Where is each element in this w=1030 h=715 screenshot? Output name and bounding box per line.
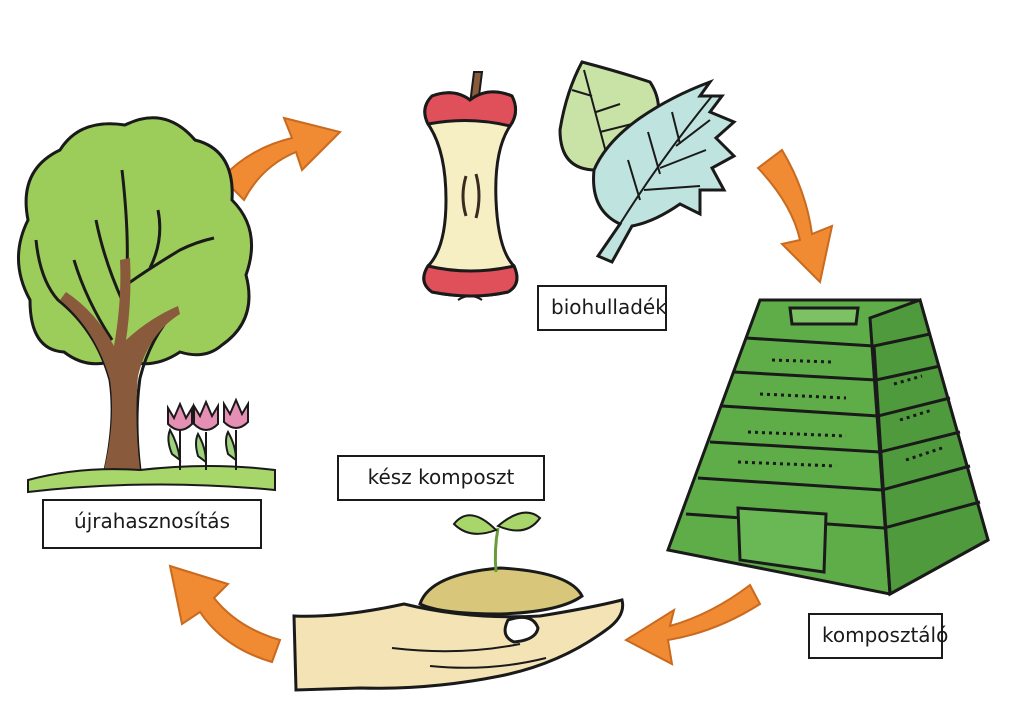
cycle-arrow-icon xyxy=(220,116,342,202)
label-ready-compost: kész komposzt xyxy=(337,455,545,501)
label-biowaste: biohulladék xyxy=(537,285,667,331)
label-composter: komposztáló xyxy=(808,613,948,659)
sprout-icon xyxy=(452,511,542,573)
tree-icon xyxy=(17,116,276,494)
cycle-arrow-icon xyxy=(168,564,282,664)
label-reuse: újrahasznosítás xyxy=(42,499,262,549)
cycle-arrow-icon xyxy=(623,583,762,666)
leaves-icon xyxy=(558,60,737,264)
apple-core-icon xyxy=(422,71,519,301)
tulips-icon xyxy=(167,397,249,470)
hand-with-soil-icon xyxy=(292,566,625,692)
cycle-arrow-icon xyxy=(756,148,834,285)
composter-icon xyxy=(665,298,990,597)
